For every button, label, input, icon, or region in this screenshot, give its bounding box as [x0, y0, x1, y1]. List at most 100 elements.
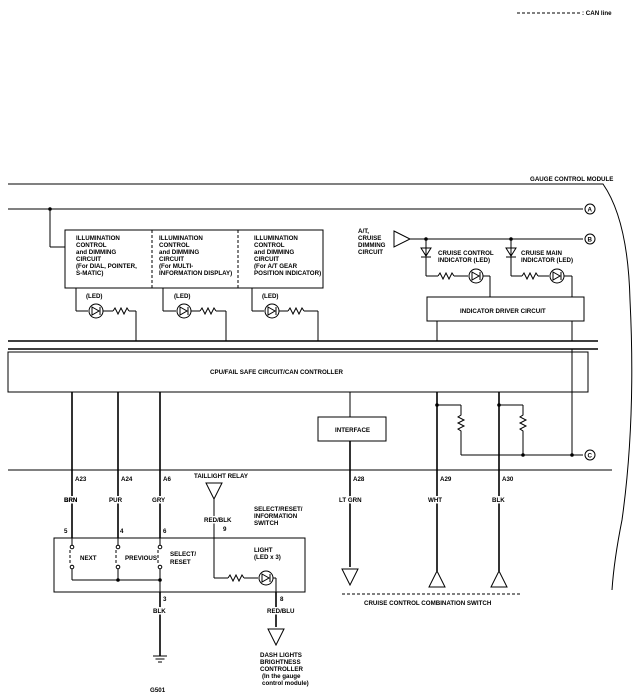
connector-a23: A23 [75, 476, 87, 483]
terminal-b-label: B [588, 237, 593, 244]
resistor-icon [227, 573, 245, 583]
resistor-icon [521, 271, 539, 281]
wire-brn-label: BRN [64, 497, 78, 504]
light-label: LIGHT [254, 547, 273, 554]
illum-dial-line-2: CONTROL [76, 242, 107, 249]
diode-icon [505, 247, 517, 258]
led-label-2: (LED) [174, 293, 191, 300]
reset-label: RESET [170, 559, 191, 566]
resistor-icon [112, 306, 130, 316]
at-dimming-label-3: DIMMING [358, 242, 386, 249]
at-dimming-label-4: CIRCUIT [358, 249, 383, 256]
illum-gear-line-5: (For A/T GEAR [254, 263, 298, 270]
wire-pur-label: PUR [109, 497, 123, 504]
dash-lights-label-2: BRIGHTNESS [260, 659, 301, 666]
wire-gry-label: GRY [152, 497, 166, 504]
led-icon [176, 303, 192, 319]
cruise-control-indicator-label-2: INDICATOR (LED) [438, 257, 490, 264]
pullup-resistor-a30 [518, 405, 528, 455]
led-label-1: (LED) [86, 293, 103, 300]
illum-multi-line-2: CONTROL [159, 242, 190, 249]
cruise-switch-output-arrow-1 [428, 569, 446, 588]
terminal-a [584, 203, 596, 215]
next-switch: NEXT [69, 538, 97, 580]
pin-5: 5 [64, 528, 68, 535]
illum-dial-line-3: and DIMMING [76, 249, 116, 256]
switch-light-led-icon [258, 570, 274, 586]
terminal-a-label: A [588, 207, 593, 214]
connector-a6: A6 [163, 476, 171, 483]
taillight-relay-arrow [205, 482, 223, 501]
wire-blk-a30-label: BLK [492, 497, 505, 504]
cpu-band [7, 351, 589, 393]
illumination-group-frame [64, 229, 324, 289]
dash-lights-label-5: control module) [262, 680, 309, 687]
indicator-driver-label: INDICATOR DRIVER CIRCUIT [460, 308, 546, 315]
pin-4: 4 [120, 528, 124, 535]
connector-a30: A30 [502, 476, 514, 483]
switch-box [53, 537, 306, 593]
cruise-control-indicator-label-1: CRUISE CONTROL [438, 250, 494, 257]
pin-3: 3 [163, 596, 167, 603]
illum-gear-line-4: CIRCUIT [254, 256, 279, 263]
illumination-box-multi-info: ILLUMINATION CONTROL and DIMMING CIRCUIT… [159, 235, 232, 277]
led-label-3: (LED) [262, 293, 279, 300]
cruise-switch-label: CRUISE CONTROL COMBINATION SWITCH [364, 600, 492, 607]
at-dimming-label-2: CRUISE [358, 235, 381, 242]
dash-lights-arrow [267, 628, 285, 647]
diode-icon [420, 247, 432, 258]
illum-dial-line-6: S-MATIC) [76, 270, 103, 277]
illumination-box-gear-position: ILLUMINATION CONTROL and DIMMING CIRCUIT… [254, 235, 321, 277]
interface-label: INTERFACE [335, 427, 370, 434]
wire-red-blk-label: RED/BLK [204, 517, 232, 524]
pin-6: 6 [163, 528, 167, 535]
resistor-icon [437, 271, 455, 281]
can-line-legend-label: : CAN line [582, 10, 612, 17]
cruise-main-indicator-label-2: INDICATOR (LED) [521, 257, 573, 264]
illum-led-circuit-1: (LED) [75, 288, 137, 341]
select-reset-switch: SELECT/ RESET [157, 538, 196, 580]
connector-a29: A29 [440, 476, 452, 483]
wire-wht-label: WHT [428, 497, 442, 504]
illum-multi-line-1: ILLUMINATION [159, 235, 203, 242]
wire-blk-ground-label: BLK [153, 608, 166, 615]
switch-title-1: SELECT/RESET/ [254, 506, 303, 513]
illum-led-circuit-3: (LED) [251, 288, 319, 341]
pin-9: 9 [223, 526, 227, 533]
junction-dot [48, 207, 52, 211]
illum-dial-line-1: ILLUMINATION [76, 235, 120, 242]
ground-icon [153, 655, 167, 663]
connector-a24: A24 [121, 476, 133, 483]
gauge-module-outline [8, 183, 633, 591]
illum-dial-line-4: CIRCUIT [76, 256, 101, 263]
previous-label: PREVIOUS [125, 555, 157, 562]
resistor-icon [199, 306, 217, 316]
terminal-b [584, 233, 596, 245]
previous-switch: PREVIOUS [115, 538, 157, 580]
cruise-control-led-icon [468, 268, 484, 284]
cruise-main-led-icon [549, 268, 565, 284]
illum-gear-line-3: and DIMMING [254, 249, 294, 256]
illum-multi-line-4: CIRCUIT [159, 256, 184, 263]
cpu-label: CPU/FAIL SAFE CIRCUIT/CAN CONTROLLER [210, 369, 343, 376]
dash-lights-label-4: (In the gauge [262, 673, 301, 680]
wire-lt-grn-label: LT GRN [339, 497, 362, 504]
next-label: NEXT [80, 555, 97, 562]
at-dimming-label-1: A/T, [358, 228, 369, 235]
illum-multi-line-6: INFORMATION DISPLAY) [159, 270, 232, 277]
gauge-module-title: GAUGE CONTROL MODULE [530, 176, 613, 183]
terminal-c-label: C [588, 453, 593, 460]
illum-dial-line-5: (For DIAL, POINTER, [76, 263, 137, 270]
taillight-relay-label: TAILLIGHT RELAY [194, 473, 249, 480]
resistor-icon [287, 306, 305, 316]
dimming-amplifier-icon [393, 230, 412, 248]
select-label: SELECT/ [170, 551, 196, 558]
connector-a28: A28 [353, 476, 365, 483]
illumination-box-dial: ILLUMINATION CONTROL and DIMMING CIRCUIT… [76, 235, 137, 277]
led-icon [264, 303, 280, 319]
cruise-switch-input-arrow [341, 568, 359, 587]
dash-lights-label-1: DASH LIGHTS [260, 652, 302, 659]
dash-lights-label-3: CONTROLLER [260, 666, 303, 673]
illum-gear-line-2: CONTROL [254, 242, 285, 249]
